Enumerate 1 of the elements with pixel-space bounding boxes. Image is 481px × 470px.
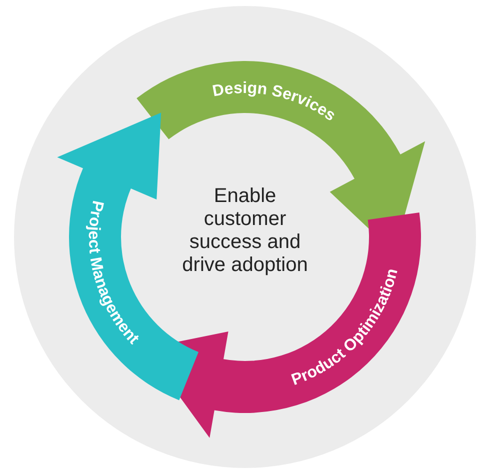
center-text: Enable customer success and drive adoption — [181, 185, 309, 277]
